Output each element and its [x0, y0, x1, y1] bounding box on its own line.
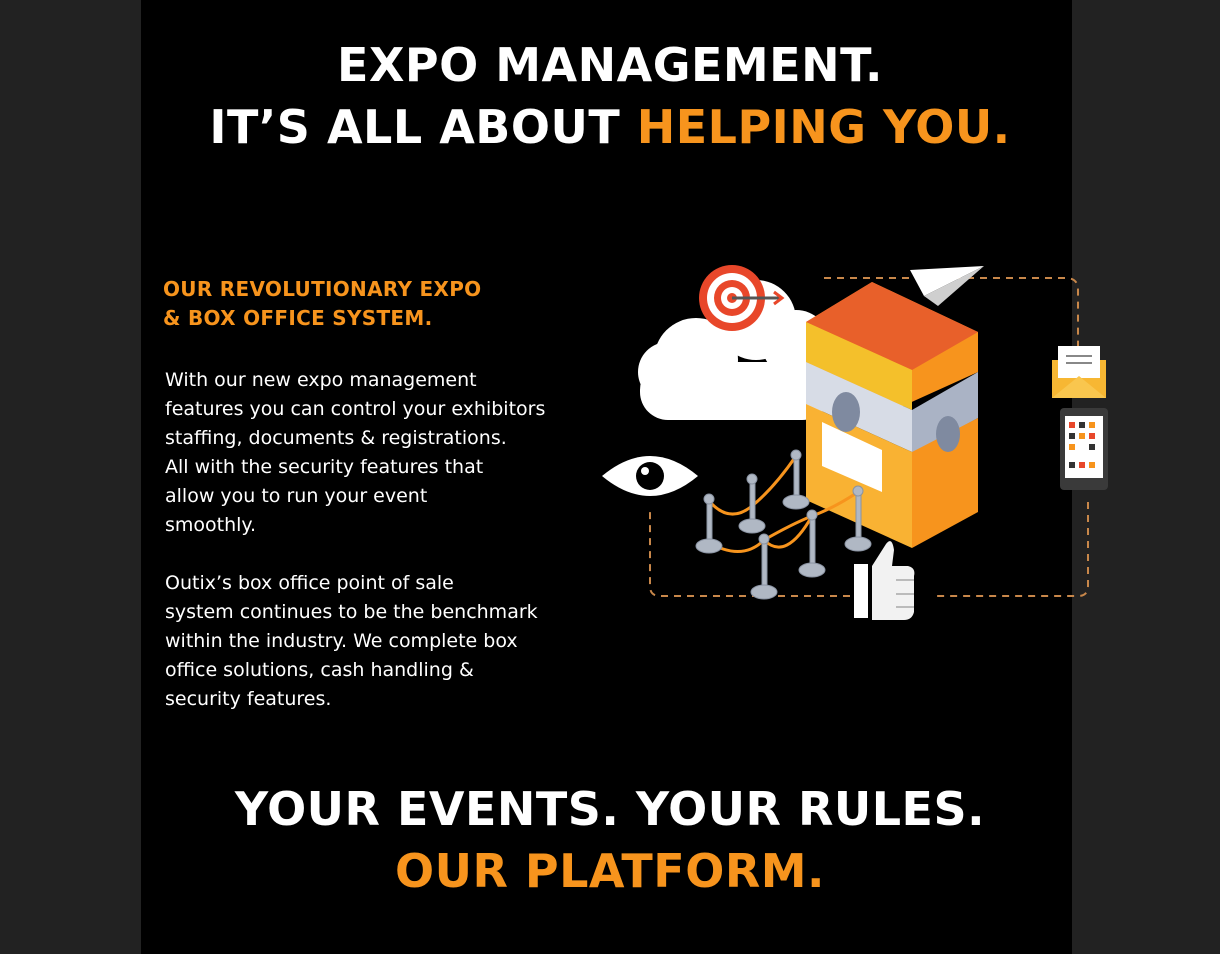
hero-title-line2-accent: HELPING YOU.	[636, 100, 1011, 154]
hero-title-line2: IT’S ALL ABOUT HELPING YOU.	[0, 96, 1220, 158]
paragraph-line: office solutions, cash handling &	[165, 659, 474, 681]
paragraph-line: smoothly.	[165, 514, 257, 536]
cloud-icon	[638, 280, 830, 420]
hero-title-line2-white: IT’S ALL ABOUT	[209, 100, 637, 154]
paragraph-line: With our new expo management	[165, 369, 477, 391]
paragraph-line: Outix’s box office point of sale	[165, 572, 454, 594]
paragraph-line: features you can control your exhibitors	[165, 398, 546, 420]
section-heading-line1: OUR REVOLUTIONARY EXPO	[163, 277, 482, 301]
tablet-icon	[1060, 408, 1108, 490]
eye-icon	[602, 456, 698, 496]
paragraph-line: security features.	[165, 688, 332, 710]
tagline-line1: YOUR EVENTS. YOUR RULES.	[234, 782, 986, 836]
paper-plane-icon	[910, 266, 984, 306]
paragraph-line: system continues to be the benchmark	[165, 601, 538, 623]
paragraph-line: staffing, documents & registrations.	[165, 427, 507, 449]
hero-title: EXPO MANAGEMENT. IT’S ALL ABOUT HELPING …	[0, 34, 1220, 158]
expo-management-paragraph: With our new expo management features yo…	[165, 366, 645, 540]
target-icon	[699, 265, 785, 331]
envelope-icon	[1052, 346, 1106, 398]
paragraph-line: All with the security features that	[165, 456, 484, 478]
tagline: YOUR EVENTS. YOUR RULES. OUR PLATFORM.	[0, 778, 1220, 902]
paragraph-line: within the industry. We complete box	[165, 630, 518, 652]
expo-illustration	[602, 265, 1108, 620]
expo-booth-icon	[806, 282, 978, 548]
paragraph-line: allow you to run your event	[165, 485, 428, 507]
hero-title-line1: EXPO MANAGEMENT.	[337, 38, 883, 92]
thumbs-up-icon	[854, 541, 915, 620]
dashed-connector	[649, 277, 1089, 597]
section-heading: OUR REVOLUTIONARY EXPO & BOX OFFICE SYST…	[163, 275, 481, 333]
section-heading-line2: & BOX OFFICE SYSTEM.	[163, 306, 433, 330]
box-office-paragraph: Outix’s box office point of sale system …	[165, 569, 645, 714]
rope-barrier-icon	[695, 449, 872, 600]
tagline-line2: OUR PLATFORM.	[394, 844, 826, 898]
